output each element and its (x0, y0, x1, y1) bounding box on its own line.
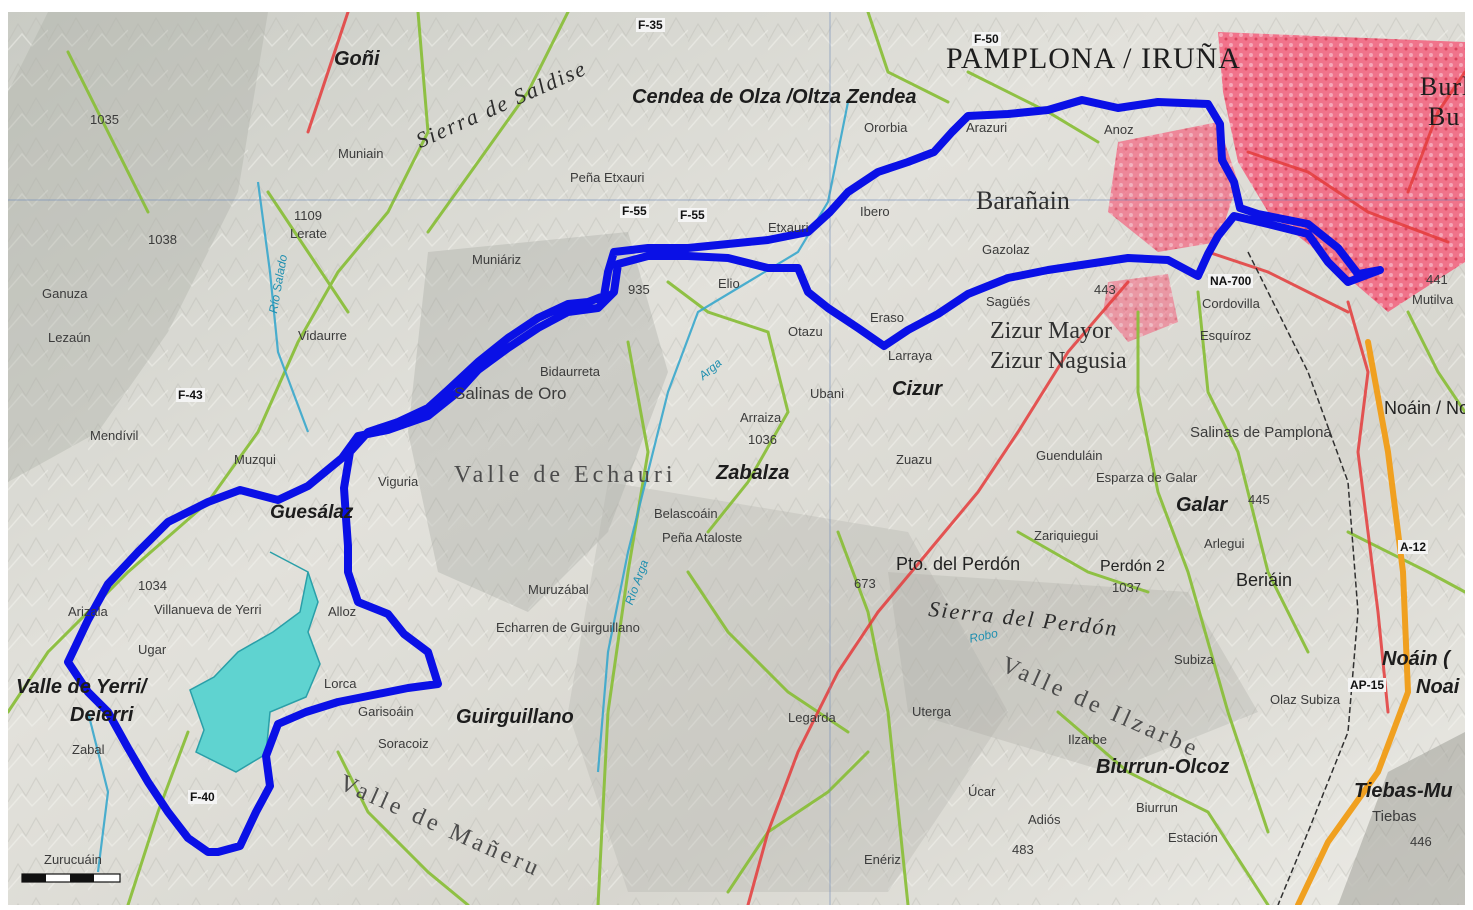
scale-bar (21, 873, 121, 883)
route-line[interactable] (64, 96, 1384, 856)
main-roads-red (306, 12, 1465, 905)
ridge-shade-west (8, 12, 268, 482)
railway-line (1247, 251, 1359, 905)
ridge-shade-center (408, 232, 668, 612)
alloz-reservoir (189, 551, 321, 773)
baranain-urban-area (1108, 122, 1238, 252)
rivers (86, 101, 850, 873)
ridge-shade-south (568, 482, 1008, 892)
map-grid-line (8, 12, 1465, 905)
map-canvas[interactable] (8, 12, 1465, 905)
ridge-shade-perdon (888, 572, 1258, 772)
pamplona-urban-area (1218, 32, 1465, 312)
map-viewport[interactable]: PAMPLONA / IRUÑA Burla Bu Goñi Cendea de… (8, 12, 1465, 905)
ridge-shade-east (1338, 732, 1465, 905)
motorway-ap15 (1295, 339, 1412, 905)
